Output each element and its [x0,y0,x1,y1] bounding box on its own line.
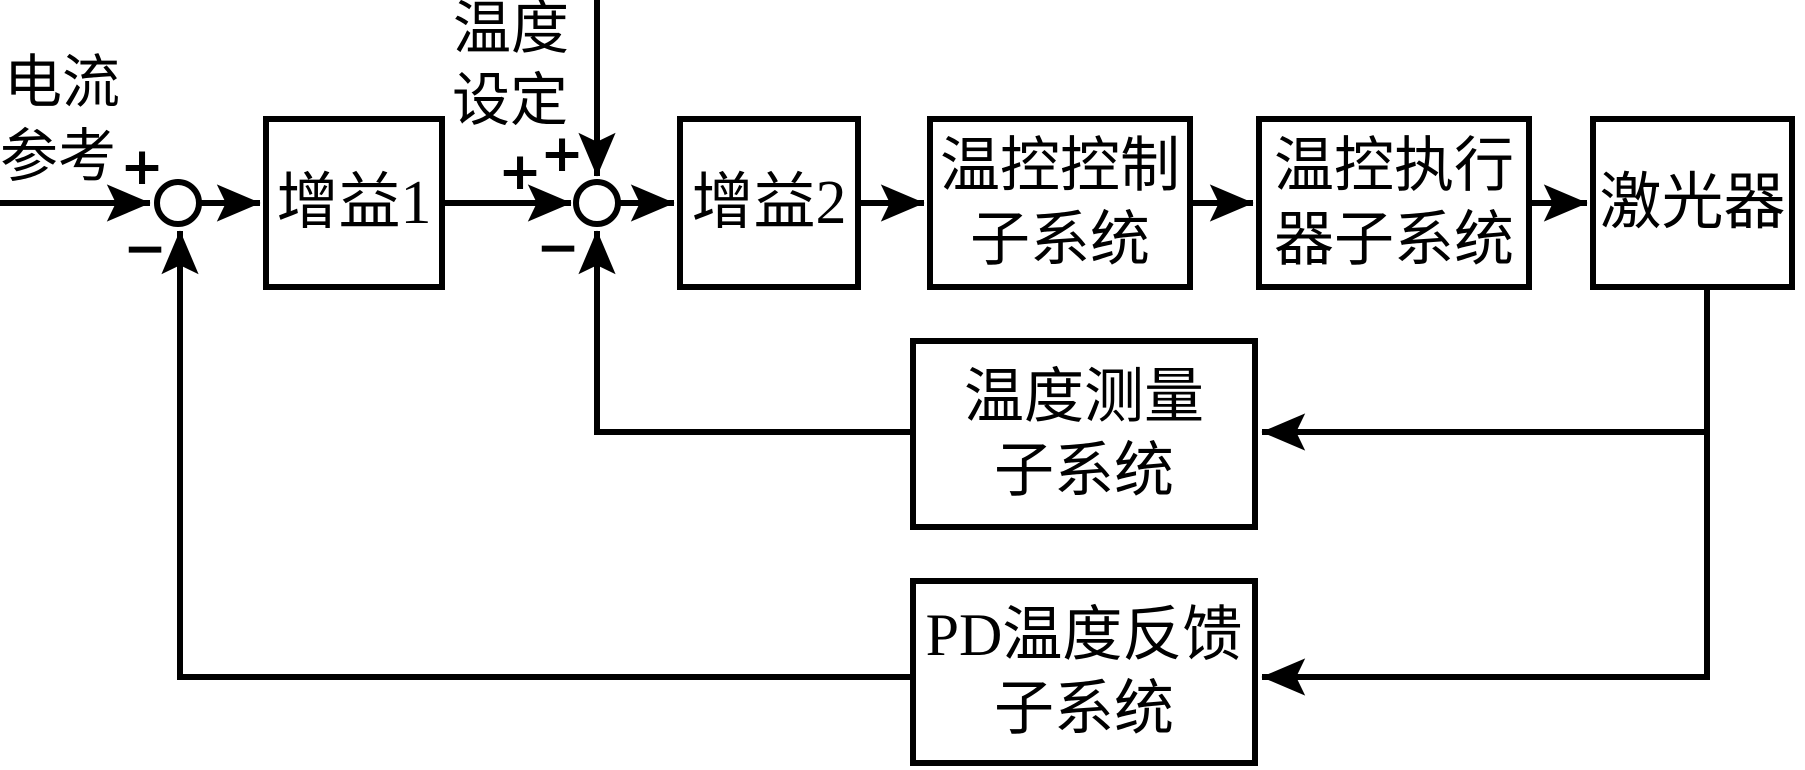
block-laser: 激光器 [1590,116,1795,290]
block-temp-measurement-line2: 子系统 [994,438,1174,504]
sum2-minus-sign: − [536,218,580,278]
block-temp-control-actuator: 温控执行 器子系统 [1256,116,1532,290]
line-temp-measurement-to-sum2 [578,230,910,435]
block-gain2-label: 增益2 [691,169,847,237]
line-laser-to-pd-feedback [1261,288,1710,696]
line-pd-feedback-to-sum1 [161,230,910,680]
block-temp-control-controller-line2: 子系统 [970,207,1150,273]
block-temp-control-actuator-line1: 温控执行 [1274,133,1514,199]
sum2-plus-left-sign: + [498,142,542,202]
summing-junction-1 [154,179,202,227]
block-pd-temp-feedback: PD温度反馈 子系统 [910,578,1258,766]
sum1-plus-sign: + [120,137,164,197]
block-temp-control-controller: 温控控制 子系统 [927,116,1193,290]
summing-junction-2 [573,179,621,227]
sum1-minus-sign: − [123,219,167,279]
block-gain1-label: 增益1 [276,169,432,237]
block-laser-label: 激光器 [1599,169,1786,237]
block-temp-control-controller-line1: 温控控制 [940,133,1180,199]
current-reference-label-line1: 电流 [4,50,121,115]
block-pd-temp-feedback-line2: 子系统 [994,676,1174,742]
block-temp-control-actuator-line2: 器子系统 [1274,207,1514,273]
block-gain1: 增益1 [263,116,445,290]
sum2-plus-top-sign: + [540,124,584,184]
block-gain2: 增益2 [677,116,861,290]
block-temp-measurement-line1: 温度测量 [964,364,1204,430]
current-reference-label-line2: 参考 [0,124,117,189]
block-pd-temp-feedback-line1: PD温度反馈 [925,602,1243,668]
block-temp-measurement: 温度测量 子系统 [910,338,1258,530]
temperature-setting-label-line2: 设定 [452,68,569,133]
temperature-setting-label-line1: 温度 [453,0,570,61]
